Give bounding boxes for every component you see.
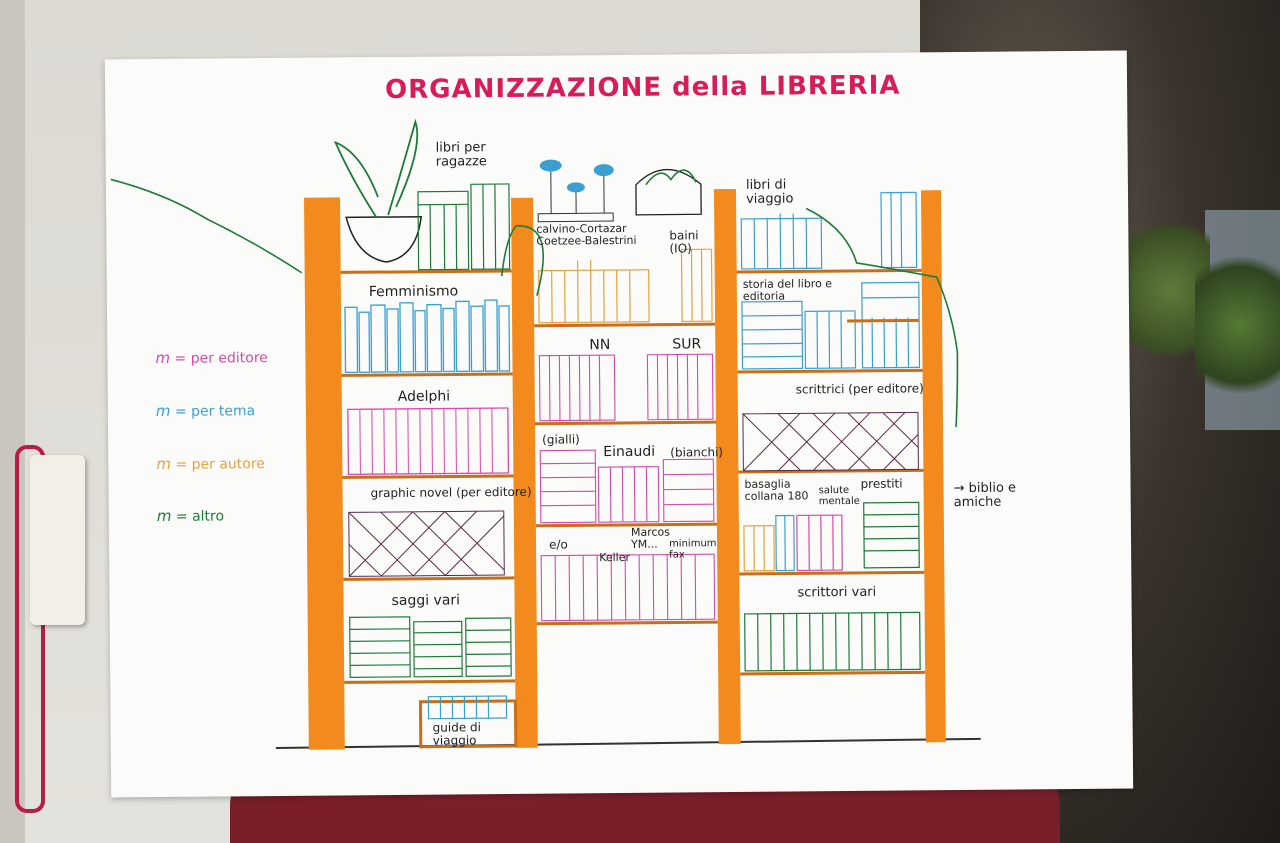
label-gialli: (gialli) bbox=[542, 432, 580, 447]
plant-pot bbox=[345, 215, 423, 263]
door-frame bbox=[0, 0, 25, 843]
label-scrittrici: scrittrici (per editore) bbox=[795, 381, 924, 397]
label-prestiti: prestiti bbox=[860, 476, 903, 491]
room-plant bbox=[1195, 240, 1280, 410]
drawing-title: ORGANIZZAZIONE della LIBRERIA bbox=[384, 70, 901, 106]
label-basaglia: basaglia collana 180 bbox=[744, 477, 809, 503]
bookshelf-drawing bbox=[110, 118, 981, 750]
label-adelphi: Adelphi bbox=[397, 388, 451, 405]
label-femminismo: Femminismo bbox=[368, 283, 459, 301]
label-viaggio: libri di viaggio bbox=[745, 177, 794, 207]
shelf-upright bbox=[304, 197, 345, 750]
label-keller: Keller bbox=[599, 550, 631, 565]
label-bianchi: (bianchi) bbox=[670, 445, 724, 460]
legend-theme: m = per tema bbox=[155, 401, 256, 421]
label-nn: NN bbox=[589, 337, 611, 354]
shelf-upright bbox=[713, 188, 741, 745]
label-biblio: → biblio e amiche bbox=[953, 480, 1017, 510]
label-baini: baini (IO) bbox=[669, 228, 699, 256]
vine-drawing bbox=[110, 178, 959, 428]
intercom-cord bbox=[15, 445, 45, 813]
label-scrittori-vari: scrittori vari bbox=[797, 584, 877, 601]
shelf-upright bbox=[920, 190, 946, 743]
legend-other: m = altro bbox=[156, 506, 225, 526]
paper-sheet: ORGANIZZAZIONE della LIBRERIA m = per ed… bbox=[104, 50, 1134, 798]
label-ragazze: libri per ragazze bbox=[435, 140, 487, 170]
label-einaudi: Einaudi bbox=[603, 443, 656, 461]
label-graphic-novel: graphic novel (per editore) bbox=[370, 484, 532, 501]
label-storia: storia del libro e editoria bbox=[742, 277, 833, 303]
intercom-phone bbox=[30, 455, 85, 625]
legend-author: m = per autore bbox=[156, 454, 265, 474]
label-saggi-vari: saggi vari bbox=[391, 592, 461, 609]
label-guide-viaggio: guide di viaggio bbox=[432, 720, 482, 748]
fish-decoration bbox=[539, 159, 614, 193]
shelf-upright bbox=[511, 197, 538, 748]
label-minimum: minimum fax bbox=[669, 538, 717, 561]
label-eo: e/o bbox=[548, 537, 568, 552]
legend-publisher: m = per editore bbox=[155, 348, 268, 368]
label-sur: SUR bbox=[672, 336, 702, 353]
label-calvino: calvino-Cortazar Coetzee-Balestrini bbox=[536, 221, 637, 248]
